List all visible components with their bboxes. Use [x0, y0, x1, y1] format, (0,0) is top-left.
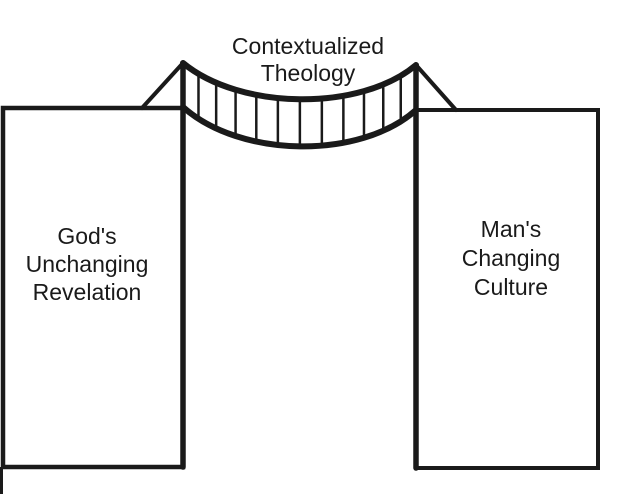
left-pillar-line1: God's	[57, 223, 117, 249]
left-pillar-label: God's Unchanging Revelation	[0, 222, 174, 306]
bridge-title-line2: Theology	[260, 60, 356, 86]
right-pillar-label: Man's Changing Culture	[424, 215, 598, 302]
right-stay-line	[414, 63, 458, 112]
left-pillar-line2: Unchanging	[25, 251, 149, 277]
right-pillar-line2: Changing	[461, 245, 561, 271]
right-pillar-line3: Culture	[473, 274, 549, 300]
bridge-title-label: Contextualized Theology	[193, 33, 423, 87]
bridge-deck	[180, 104, 419, 150]
left-stay-line	[140, 61, 185, 110]
bridge-title-line1: Contextualized	[231, 33, 385, 59]
right-pillar-line1: Man's	[480, 216, 542, 242]
left-pillar-line3: Revelation	[32, 279, 142, 305]
hanger-group	[197, 73, 402, 147]
suspension-cable	[180, 60, 419, 103]
